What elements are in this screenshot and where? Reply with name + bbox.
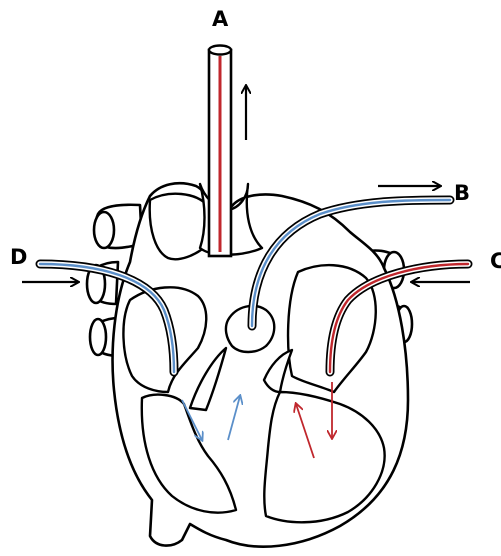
label-c: C — [490, 249, 501, 273]
label-b: B — [454, 181, 470, 205]
label-d: D — [10, 245, 27, 269]
label-a: A — [212, 7, 229, 31]
aorta-tube — [209, 46, 231, 257]
aortic-arch — [150, 194, 208, 259]
